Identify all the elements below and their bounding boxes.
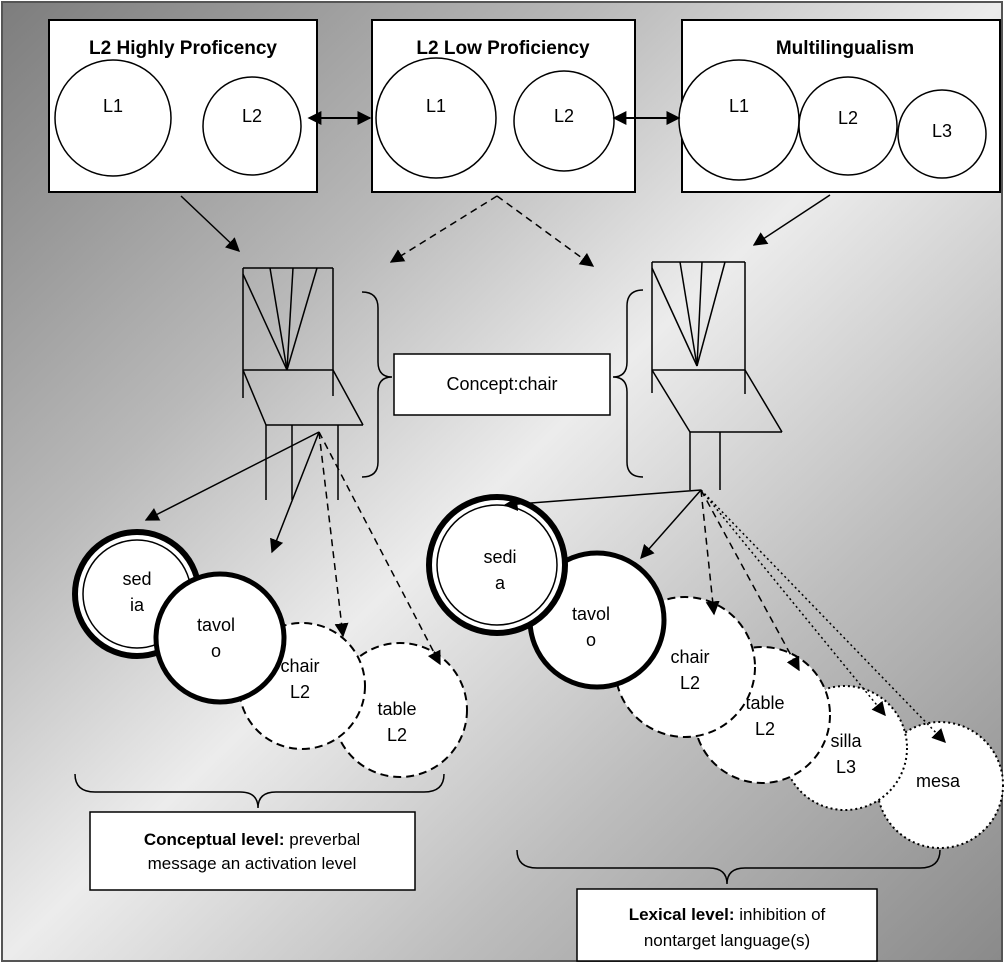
lexical-node-mesa-right: mesa — [876, 721, 1004, 849]
panel-low-proficiency: L2 Low Proficiency L1 L2 — [371, 19, 636, 193]
panel-low-title: L2 Low Proficiency — [416, 38, 590, 59]
lexical-level-box: Lexical level: inhibition of nontarget l… — [576, 888, 878, 962]
dashed-arrow-low-to-right-chair — [496, 195, 595, 267]
circle-l3 — [897, 89, 987, 179]
circle-l1-label: L1 — [729, 96, 749, 116]
arrows-left-chair-to-nodes — [144, 431, 441, 666]
circle-l3-label: L3 — [932, 121, 952, 141]
node-label: L2 — [290, 682, 310, 702]
panel-multi-title: Multilingualism — [776, 38, 914, 59]
conceptual-level-box: Conceptual level: preverbal message an a… — [89, 811, 416, 891]
node-label: mesa — [916, 771, 961, 791]
circle-l2-label: L2 — [554, 106, 574, 126]
circle-l1-label: L1 — [103, 96, 123, 116]
chair-icon-right — [651, 261, 783, 490]
panel-high-proficiency: L2 Highly Proficency L1 L2 — [48, 19, 318, 193]
arrows-right-chair-to-nodes — [503, 489, 946, 744]
lexical-level-line2: nontarget language(s) — [644, 931, 810, 950]
conceptual-level-line1: Conceptual level: preverbal — [144, 830, 360, 849]
brace-conceptual-level — [74, 773, 445, 809]
node-label: tavol — [572, 604, 610, 624]
node-label: ia — [130, 595, 145, 615]
arrow-high-to-left-chair — [180, 195, 241, 252]
panel-high-title: L2 Highly Proficency — [89, 38, 277, 59]
circle-l2-label: L2 — [838, 108, 858, 128]
circle-l2 — [798, 76, 898, 176]
lexical-level-line1: Lexical level: inhibition of — [629, 905, 826, 924]
brace-right-concept — [612, 289, 644, 478]
circle-l1 — [678, 59, 800, 181]
node-label: L2 — [387, 725, 407, 745]
circle-l1 — [54, 59, 172, 177]
conceptual-level-line2: message an activation level — [148, 854, 357, 873]
node-label: L2 — [755, 719, 775, 739]
node-label: L2 — [680, 673, 700, 693]
panel-multilingualism: Multilingualism L1 L2 L3 — [678, 19, 1001, 193]
chair-icon-left — [242, 267, 364, 500]
node-label: table — [377, 699, 416, 719]
node-label: chair — [670, 647, 709, 667]
node-label: table — [745, 693, 784, 713]
node-label: sed — [122, 569, 151, 589]
node-label: silla — [830, 731, 862, 751]
brace-left-concept — [361, 291, 393, 478]
lexical-node-tavolo-left: tavol o — [153, 571, 287, 705]
circle-l2-label: L2 — [242, 106, 262, 126]
concept-box: Concept:chair — [393, 353, 611, 416]
circle-l1 — [375, 57, 497, 179]
circle-l1-label: L1 — [426, 96, 446, 116]
circle-l2 — [202, 76, 302, 176]
dashed-arrow-low-to-left-chair — [389, 195, 498, 263]
node-label: o — [586, 630, 596, 650]
node-label: tavol — [197, 615, 235, 635]
node-label: sedi — [483, 547, 516, 567]
node-label: a — [495, 573, 506, 593]
arrow-multi-to-right-chair — [752, 194, 831, 246]
brace-lexical-level — [516, 849, 941, 885]
concept-label: Concept:chair — [446, 374, 557, 394]
node-label: o — [211, 641, 221, 661]
lexical-node-sedia-right: sedi a — [426, 494, 568, 636]
node-label: L3 — [836, 757, 856, 777]
node-label: chair — [280, 656, 319, 676]
